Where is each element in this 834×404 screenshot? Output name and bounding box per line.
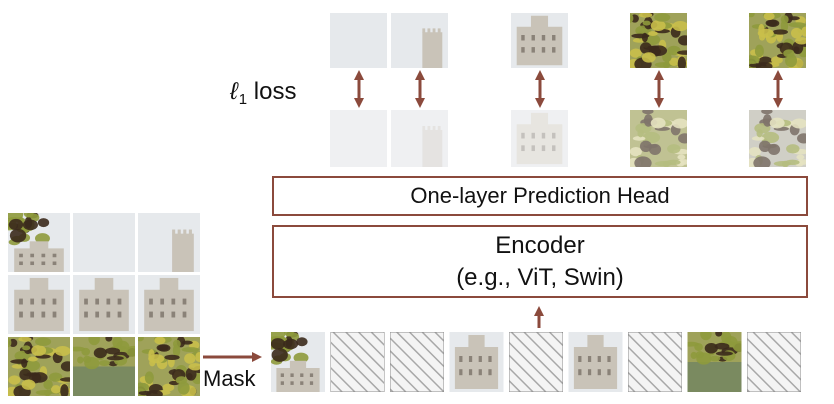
masked-patch xyxy=(509,332,563,392)
masked-patch xyxy=(390,332,444,392)
visible-patch xyxy=(687,332,742,392)
input-patch xyxy=(138,213,200,272)
prediction-head-label: One-layer Prediction Head xyxy=(410,183,670,208)
encoder-box: Encoder (e.g., ViT, Swin) xyxy=(272,225,808,298)
target-patch xyxy=(511,13,568,68)
mask-label: Mask xyxy=(203,366,256,391)
input-patch xyxy=(8,213,70,272)
loss-subscript: 1 xyxy=(238,91,248,108)
predicted-patch xyxy=(749,110,806,167)
input-image-grid xyxy=(8,213,200,396)
input-patch xyxy=(73,337,135,396)
target-patch xyxy=(630,13,687,68)
masked-patch xyxy=(747,332,801,392)
l1-loss-label: ℓ1 loss xyxy=(230,78,296,108)
visible-patch xyxy=(449,332,504,392)
input-patch xyxy=(8,337,70,396)
target-patch xyxy=(391,13,448,68)
target-patch xyxy=(330,13,387,68)
predicted-patch xyxy=(511,110,568,167)
input-patch xyxy=(138,275,200,334)
predicted-patch xyxy=(330,110,387,167)
predicted-patch xyxy=(630,110,687,167)
masked-patch xyxy=(330,332,385,392)
visible-patch xyxy=(271,332,325,392)
input-patch xyxy=(8,275,70,334)
prediction-head-box: One-layer Prediction Head xyxy=(272,176,808,216)
encoder-subtitle: (e.g., ViT, Swin) xyxy=(456,263,624,291)
visible-patch xyxy=(568,332,623,392)
predicted-patch-row xyxy=(330,110,806,167)
loss-word: loss xyxy=(253,78,297,105)
masked-patch xyxy=(628,332,682,392)
target-patch xyxy=(749,13,806,68)
input-patch xyxy=(138,337,200,396)
loss-symbol: ℓ xyxy=(230,78,238,105)
encoder-title: Encoder xyxy=(495,231,585,259)
input-patch xyxy=(73,275,135,334)
predicted-patch xyxy=(391,110,448,167)
input-patch xyxy=(73,213,135,272)
target-patch-row xyxy=(330,13,806,68)
arrows xyxy=(203,70,783,362)
masked-patch-sequence xyxy=(271,332,801,392)
